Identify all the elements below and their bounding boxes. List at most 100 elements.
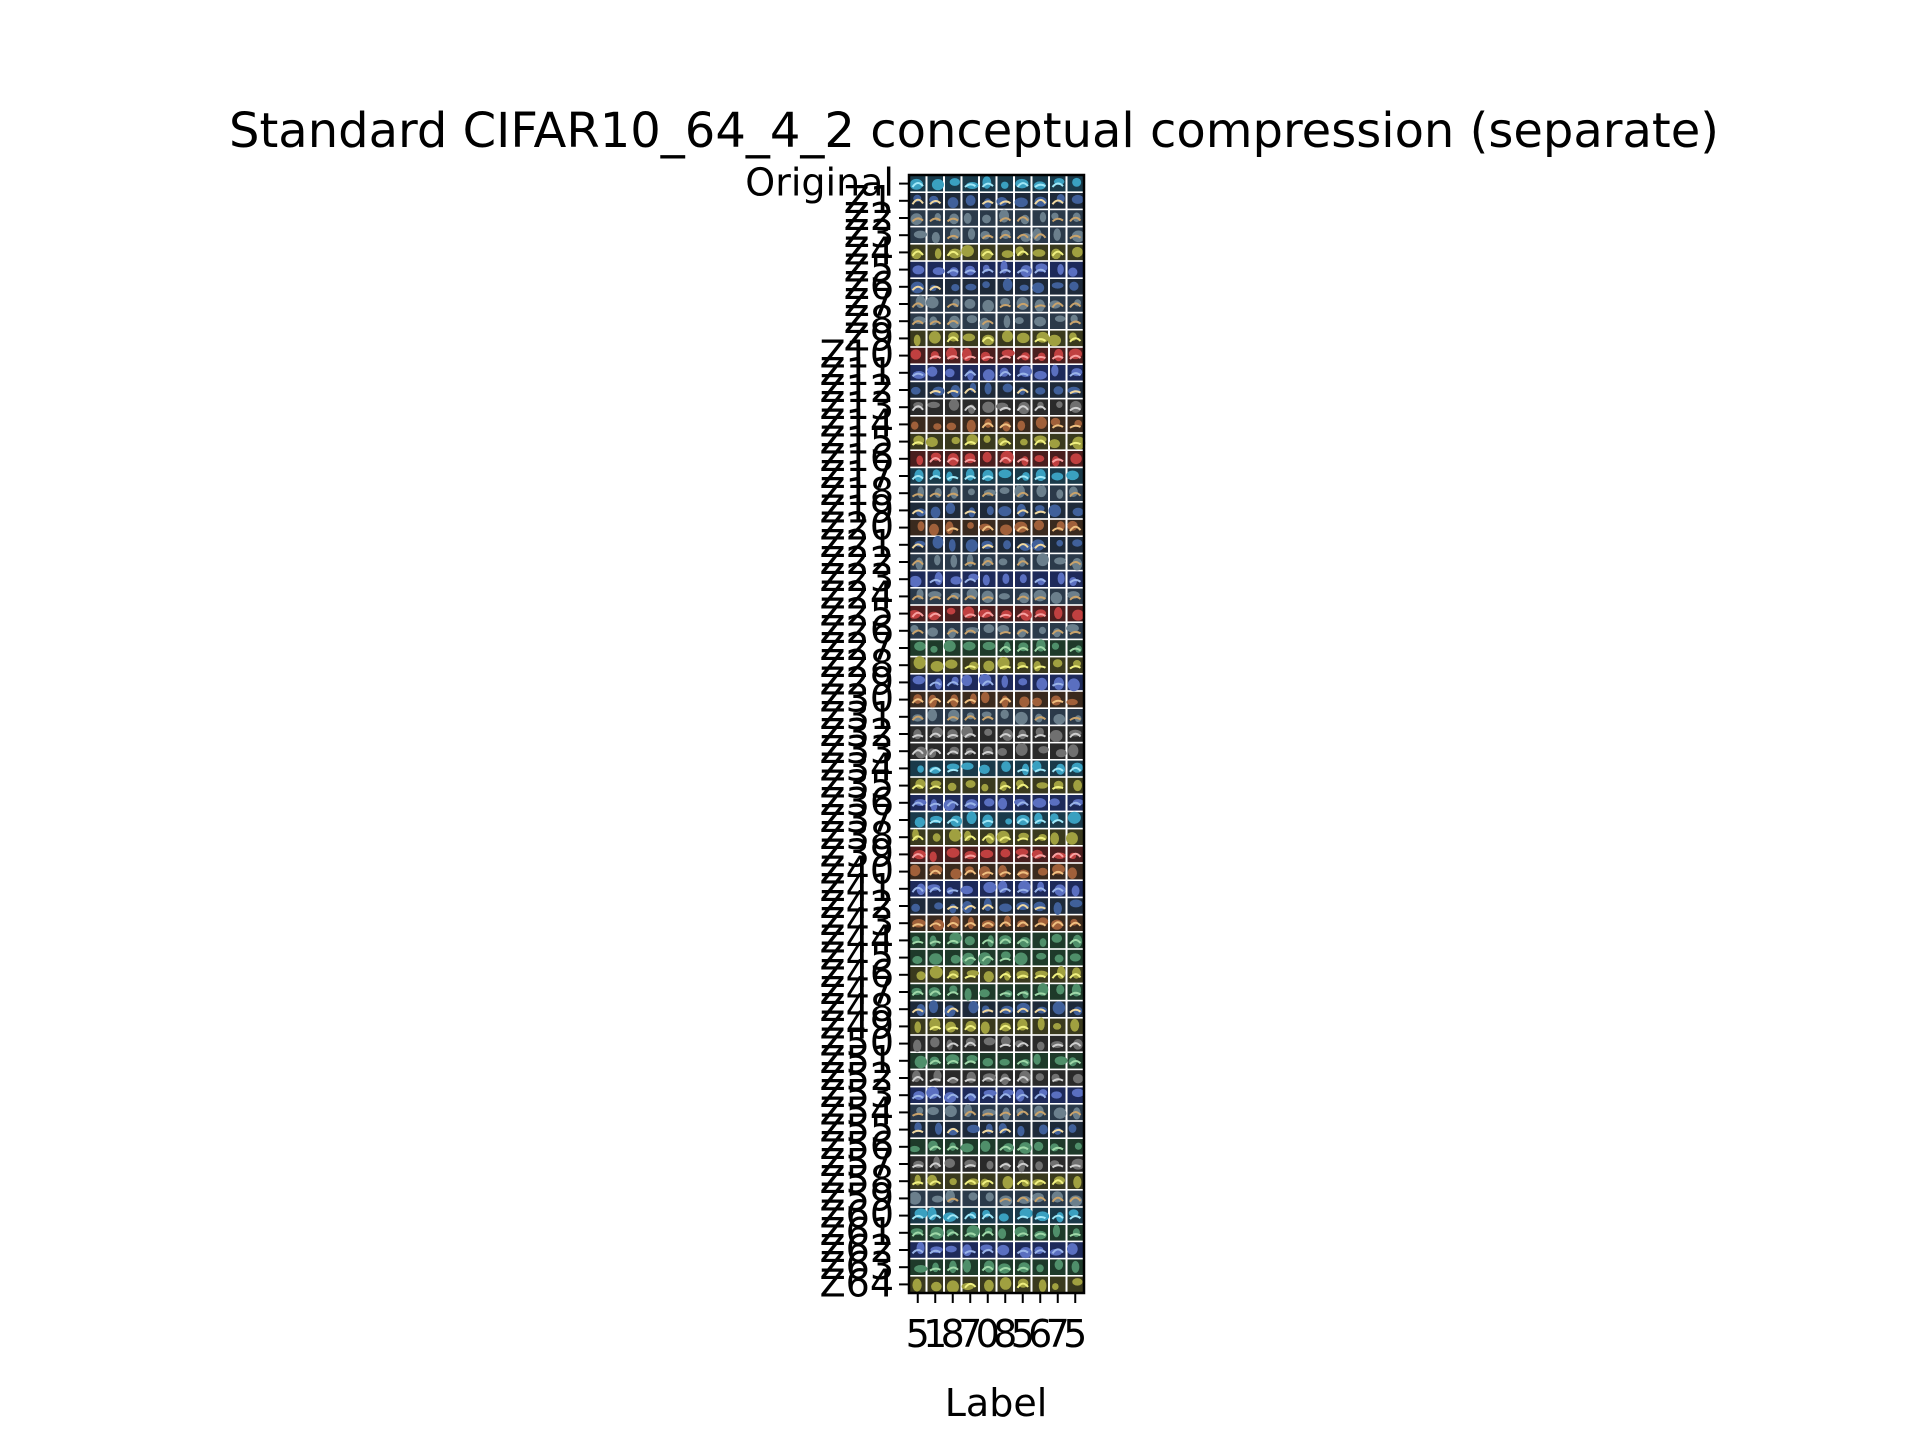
thumbnail-cell — [1032, 932, 1048, 949]
y-tick-label: Z12 — [820, 367, 894, 411]
thumbnail-cell — [1032, 1053, 1048, 1069]
thumbnail-cell — [1032, 227, 1048, 243]
thumbnail-cell — [1067, 382, 1083, 398]
thumbnail-cell — [997, 537, 1013, 553]
thumbnail-cell — [1067, 1104, 1083, 1121]
thumbnail-cell — [943, 795, 961, 811]
y-tick-label: Z56 — [820, 1124, 894, 1168]
thumbnail-cell — [1067, 657, 1083, 673]
thumbnail-cell — [910, 812, 926, 828]
thumbnail-cell — [962, 1173, 979, 1189]
thumbnail-cell — [1050, 709, 1066, 725]
thumbnail-cell — [910, 554, 926, 570]
thumbnail-cell — [1015, 347, 1031, 364]
x-tick-label: 5 — [906, 1312, 930, 1356]
thumbnail-cell — [980, 640, 996, 656]
thumbnail-cell — [980, 244, 996, 261]
thumbnail-cell — [1015, 984, 1031, 1000]
thumbnail-cell — [927, 571, 943, 587]
thumbnail-cell — [997, 502, 1013, 519]
thumbnail-cell — [910, 1259, 928, 1275]
y-tick-label: Z42 — [820, 883, 894, 927]
thumbnail-cell — [997, 260, 1013, 278]
thumbnail-cell — [962, 657, 979, 673]
y-tick-label: Z22 — [820, 539, 894, 583]
thumbnail-cell — [910, 881, 926, 897]
thumbnail-cell — [927, 1276, 943, 1293]
thumbnail-cell — [1067, 1276, 1083, 1293]
thumbnail-cell — [1032, 1104, 1048, 1121]
thumbnail-cell — [980, 1070, 997, 1086]
thumbnail-cell — [910, 244, 926, 261]
thumbnail-cell — [1014, 484, 1031, 501]
thumbnail-cell — [1050, 1018, 1066, 1035]
thumbnail-cell — [1015, 691, 1031, 708]
thumbnail-cell — [945, 468, 961, 484]
thumbnail-cell — [962, 932, 978, 949]
thumbnail-cell — [997, 1001, 1014, 1017]
thumbnail-cell — [910, 1087, 926, 1103]
thumbnail-cell — [1050, 519, 1066, 536]
y-tick-label: Z49 — [820, 1003, 894, 1047]
thumbnail-cell — [1015, 674, 1031, 691]
thumbnail-cell — [1067, 605, 1084, 622]
thumbnail-cell — [1067, 1139, 1083, 1155]
thumbnail-cell — [997, 347, 1015, 364]
thumbnail-cell — [925, 433, 943, 450]
thumbnail-cell — [910, 709, 926, 725]
thumbnail-cell — [1050, 881, 1066, 897]
thumbnail-cell — [927, 451, 943, 467]
thumbnail-cell — [1067, 571, 1083, 587]
thumbnail-cell — [1032, 279, 1048, 295]
thumbnail-cell — [910, 1121, 926, 1138]
thumbnail-cell — [1050, 898, 1066, 915]
thumbnail-cell — [997, 1121, 1013, 1138]
thumbnail-cell — [961, 244, 978, 261]
thumbnail-cell — [1067, 175, 1083, 192]
thumbnail-cell — [980, 416, 996, 433]
thumbnail-cell — [980, 623, 996, 639]
thumbnail-cell — [962, 1190, 978, 1207]
thumbnail-cell — [1015, 571, 1031, 587]
thumbnail-cell — [1067, 330, 1083, 347]
y-tick-label: Z50 — [820, 1021, 894, 1065]
thumbnail-cell — [910, 967, 926, 983]
thumbnail-cell — [961, 760, 978, 777]
thumbnail-cell — [962, 949, 978, 966]
x-tick-label: 8 — [941, 1312, 965, 1356]
thumbnail-cell — [980, 657, 996, 673]
y-tick-label: Z45 — [820, 935, 894, 979]
thumbnail-cell — [962, 1225, 980, 1241]
thumbnail-cell — [1032, 760, 1048, 777]
thumbnail-cell — [1015, 416, 1031, 433]
thumbnail-cell — [1015, 726, 1031, 742]
thumbnail-cell — [962, 313, 978, 329]
y-tick-label: Z46 — [820, 952, 894, 996]
thumbnail-cell — [945, 382, 961, 398]
thumbnail-cell — [910, 795, 927, 811]
thumbnail-cell — [997, 227, 1013, 243]
thumbnail-cell — [945, 519, 961, 536]
thumbnail-cell — [1050, 279, 1066, 295]
thumbnail-cell — [910, 640, 926, 656]
thumbnail-cell — [1050, 691, 1066, 708]
thumbnail-cell — [962, 382, 978, 398]
thumbnail-cell — [945, 709, 961, 725]
thumbnail-cell — [927, 330, 943, 347]
thumbnail-cell — [1049, 433, 1066, 450]
thumbnail-cell — [997, 588, 1013, 605]
y-tick-label: Z6 — [844, 264, 894, 308]
thumbnail-cell — [927, 468, 943, 484]
thumbnail-cell — [945, 1121, 961, 1138]
thumbnail-cell — [962, 709, 978, 725]
thumbnail-cell — [945, 210, 961, 226]
thumbnail-cell — [1032, 261, 1048, 278]
thumbnail-cell — [927, 846, 943, 863]
thumbnail-cell — [910, 261, 926, 278]
thumbnail-cell — [1067, 1035, 1083, 1052]
thumbnail-cell — [980, 399, 996, 415]
thumbnail-cell — [1049, 726, 1066, 742]
thumbnail-cell — [909, 175, 926, 192]
thumbnail-cell — [1032, 468, 1048, 484]
thumbnail-cell — [927, 623, 943, 639]
